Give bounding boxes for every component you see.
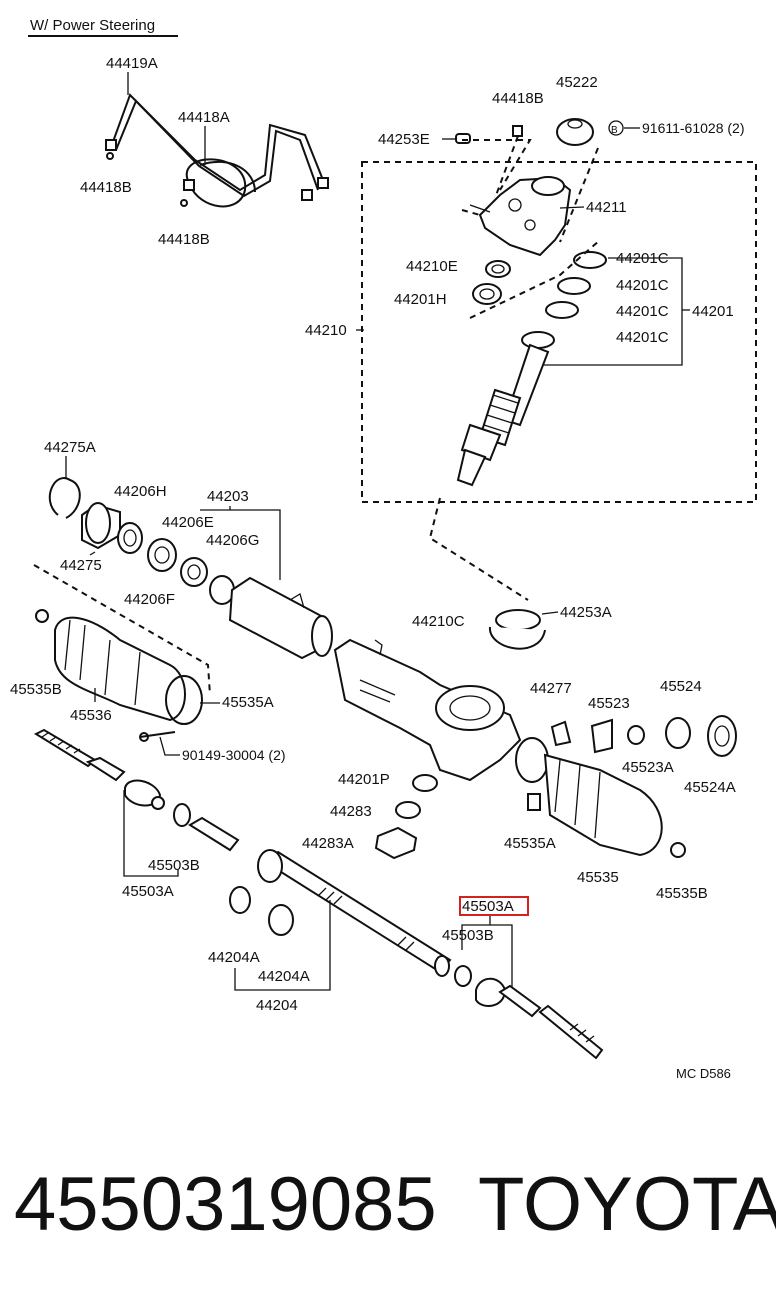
label-44201H: 44201H bbox=[394, 291, 447, 308]
exploded-parts-diagram: W/ Power Steering 44419A 44418B 44418A 4… bbox=[10, 17, 757, 1081]
brand-name: TOYOTA bbox=[478, 1162, 776, 1247]
seal-ring-3 bbox=[545, 301, 579, 319]
seal-44201H bbox=[472, 283, 502, 305]
label-45535B-left: 45535B bbox=[10, 681, 62, 698]
label-90149: 90149-30004 (2) bbox=[182, 747, 286, 763]
washer-45503B-right bbox=[454, 965, 472, 987]
ring-44204A-2 bbox=[268, 904, 294, 936]
label-44419A: 44419A bbox=[106, 55, 158, 72]
part-footer: 4550319085 TOYOTA bbox=[0, 1160, 776, 1270]
seal-ring-2 bbox=[557, 277, 591, 295]
guide-45523 bbox=[590, 718, 613, 754]
label-44201C-3: 44201C bbox=[616, 303, 669, 320]
label-44201: 44201 bbox=[692, 303, 734, 320]
cylinder-44203 bbox=[228, 576, 327, 660]
bolt-marker: B bbox=[611, 125, 618, 136]
rack-44204 bbox=[257, 849, 452, 977]
label-45524A: 45524A bbox=[684, 779, 736, 796]
label-44206G: 44206G bbox=[206, 532, 259, 549]
nut-44283 bbox=[395, 801, 421, 819]
clip-45535B-right bbox=[670, 842, 686, 858]
label-45524: 45524 bbox=[660, 678, 702, 695]
label-45503A-left: 45503A bbox=[122, 883, 174, 900]
seal-ring-4 bbox=[521, 331, 555, 349]
locknut-44283A bbox=[374, 826, 418, 860]
seal-44206H bbox=[117, 522, 143, 554]
label-44201C-2: 44201C bbox=[616, 277, 669, 294]
label-45536: 45536 bbox=[70, 707, 112, 724]
label-44418B-b: 44418B bbox=[158, 231, 210, 248]
label-45222: 45222 bbox=[556, 74, 598, 91]
screw-45524 bbox=[665, 717, 691, 749]
label-44201C-4: 44201C bbox=[616, 329, 669, 346]
label-44277: 44277 bbox=[530, 680, 572, 697]
label-44253A: 44253A bbox=[560, 604, 612, 621]
plug-44277 bbox=[550, 720, 572, 747]
label-44418B-a: 44418B bbox=[80, 179, 132, 196]
control-valve-shaft bbox=[456, 343, 550, 487]
ring-44204A-1 bbox=[229, 886, 251, 914]
seal-44210E bbox=[485, 260, 511, 278]
label-44275: 44275 bbox=[60, 557, 102, 574]
seal-ring-1 bbox=[573, 251, 607, 269]
tie-rod-right bbox=[475, 977, 604, 1060]
boot-45536 bbox=[54, 616, 186, 722]
seal-44253A bbox=[495, 609, 541, 631]
label-45535A-right: 45535A bbox=[504, 835, 556, 852]
drawing-code: MC D586 bbox=[676, 1066, 731, 1081]
label-44283: 44283 bbox=[330, 803, 372, 820]
label-44204A-1: 44204A bbox=[208, 949, 260, 966]
label-44206H: 44206H bbox=[114, 483, 167, 500]
label-44206E: 44206E bbox=[162, 514, 214, 531]
snap-ring-44275A bbox=[48, 477, 81, 519]
clip-45535B-left bbox=[35, 609, 49, 623]
seal-44201P bbox=[412, 774, 438, 792]
label-44206F: 44206F bbox=[124, 591, 175, 608]
label-44418B-c: 44418B bbox=[492, 90, 544, 107]
rack-bushing bbox=[188, 816, 240, 852]
spring-45523A bbox=[627, 725, 645, 745]
valve-housing bbox=[461, 135, 599, 257]
seal-44206E bbox=[180, 557, 208, 587]
label-44283A: 44283A bbox=[302, 835, 354, 852]
clamp-45535A-left bbox=[165, 675, 203, 725]
clamp-45535A-right bbox=[527, 793, 541, 811]
label-45523: 45523 bbox=[588, 695, 630, 712]
label-44210C: 44210C bbox=[412, 613, 465, 630]
bearing-44206F bbox=[147, 538, 177, 572]
label-44201P: 44201P bbox=[338, 771, 390, 788]
part-number: 4550319085 bbox=[14, 1162, 437, 1247]
washer-45503B-left bbox=[173, 803, 191, 827]
pressure-tubes bbox=[105, 93, 329, 208]
label-45535B-right: 45535B bbox=[656, 885, 708, 902]
assembly-box-44210 bbox=[361, 161, 757, 503]
tie-rod-left bbox=[33, 728, 165, 810]
label-45503B-left: 45503B bbox=[148, 857, 200, 874]
label-91611: 91611-61028 (2) bbox=[642, 120, 744, 136]
label-44210E: 44210E bbox=[406, 258, 458, 275]
nut-45524A bbox=[707, 715, 737, 757]
label-44275A: 44275A bbox=[44, 439, 96, 456]
diagram-title: W/ Power Steering bbox=[30, 17, 155, 34]
seal-44210C bbox=[488, 626, 546, 650]
label-44253E: 44253E bbox=[378, 131, 430, 148]
label-45523A: 45523A bbox=[622, 759, 674, 776]
highlight-box-45503A bbox=[459, 896, 529, 916]
steering-gear-housing bbox=[333, 638, 549, 783]
label-44204A-2: 44204A bbox=[258, 968, 310, 985]
label-45535A-left: 45535A bbox=[222, 694, 274, 711]
label-45503B-right: 45503B bbox=[442, 927, 494, 944]
label-44418A: 44418A bbox=[178, 109, 230, 126]
label-45535: 45535 bbox=[577, 869, 619, 886]
label-44210: 44210 bbox=[305, 322, 347, 339]
label-44211: 44211 bbox=[586, 199, 627, 216]
boot-45535 bbox=[543, 753, 663, 857]
label-44204: 44204 bbox=[256, 997, 298, 1014]
label-44203: 44203 bbox=[207, 488, 249, 505]
label-45503A-highlight[interactable]: 45503A bbox=[462, 898, 514, 915]
